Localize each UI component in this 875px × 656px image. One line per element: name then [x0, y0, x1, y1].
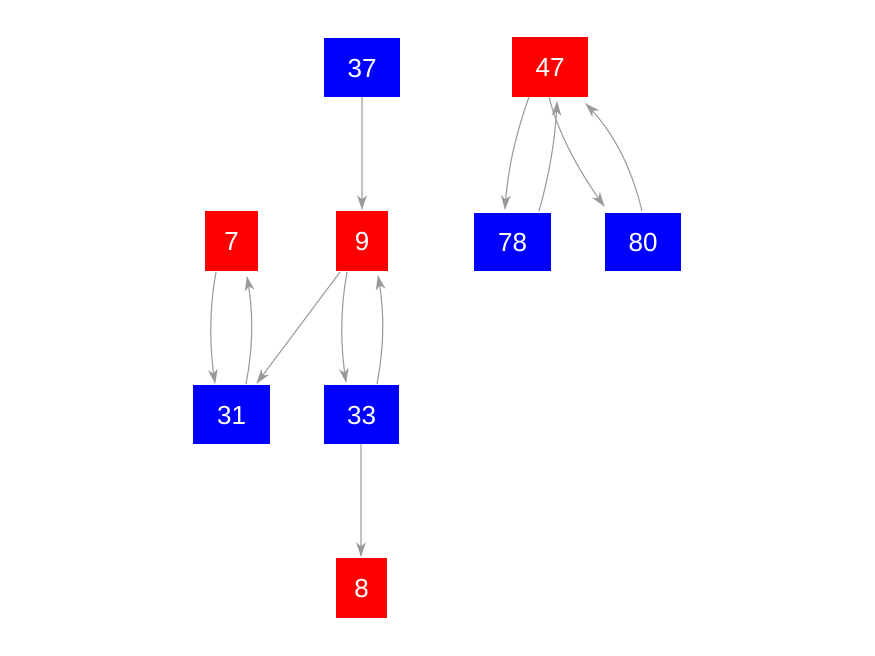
edge-47-to-80 [548, 96, 605, 207]
node-label-47: 47 [535, 52, 565, 82]
edge-47-to-78 [500, 96, 530, 210]
graph-node-31: 31 [193, 385, 270, 444]
graph-node-7: 7 [205, 211, 258, 271]
edge-9-to-33 [338, 271, 349, 383]
graph-node-37: 37 [324, 38, 400, 97]
edge-9-to-31 [256, 271, 341, 384]
node-label-7: 7 [224, 226, 239, 256]
node-label-33: 33 [347, 399, 376, 430]
graph-node-33: 33 [324, 385, 399, 444]
node-label-37: 37 [347, 52, 377, 83]
edge-80-to-47 [585, 103, 643, 212]
edge-31-to-7 [244, 276, 255, 385]
edge-33-to-9 [375, 275, 386, 385]
edge-78-to-47 [538, 101, 562, 212]
graph-node-9: 9 [336, 211, 388, 271]
node-label-80: 80 [628, 227, 658, 257]
edges-group [207, 96, 643, 557]
graph-node-47: 47 [512, 37, 588, 97]
graph-node-8: 8 [336, 558, 387, 618]
graph-node-80: 80 [605, 213, 681, 271]
node-label-31: 31 [217, 399, 246, 430]
node-label-8: 8 [354, 573, 369, 603]
graph-node-78: 78 [474, 213, 551, 271]
edge-7-to-31 [207, 271, 218, 384]
node-label-78: 78 [498, 227, 527, 257]
node-label-9: 9 [354, 226, 370, 256]
